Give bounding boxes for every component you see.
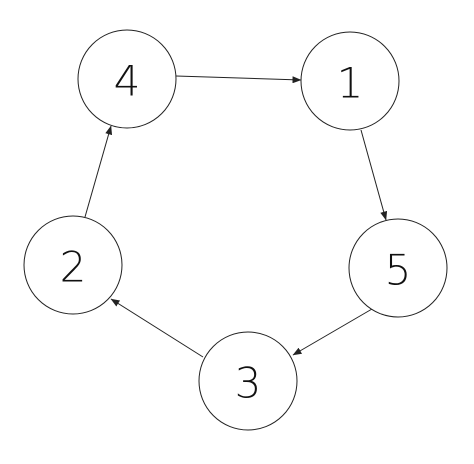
- node-3-circle: [198, 331, 298, 431]
- edges-group: [84, 75, 388, 358]
- node-3: 3: [198, 331, 298, 431]
- node-1: 1: [300, 31, 400, 131]
- node-2-circle: [23, 215, 123, 315]
- edge-3-to-2: [110, 298, 204, 358]
- node-2: 2: [23, 215, 123, 315]
- nodes-group: 4 1 5 3 2: [23, 29, 448, 431]
- node-4-label: 4: [114, 57, 141, 106]
- node-4-circle: [77, 29, 177, 129]
- node-1-label: 1: [337, 59, 364, 108]
- node-3-label: 3: [235, 359, 262, 408]
- edge-2-to-4: [84, 125, 113, 218]
- node-1-circle: [300, 31, 400, 131]
- edge-4-to-1: [175, 75, 302, 84]
- node-5-label: 5: [385, 246, 412, 295]
- node-2-label: 2: [60, 243, 87, 292]
- node-5: 5: [348, 218, 448, 318]
- node-5-circle: [348, 218, 448, 318]
- node-4: 4: [77, 29, 177, 129]
- edge-1-to-5: [360, 129, 388, 221]
- edge-5-to-3: [292, 308, 373, 356]
